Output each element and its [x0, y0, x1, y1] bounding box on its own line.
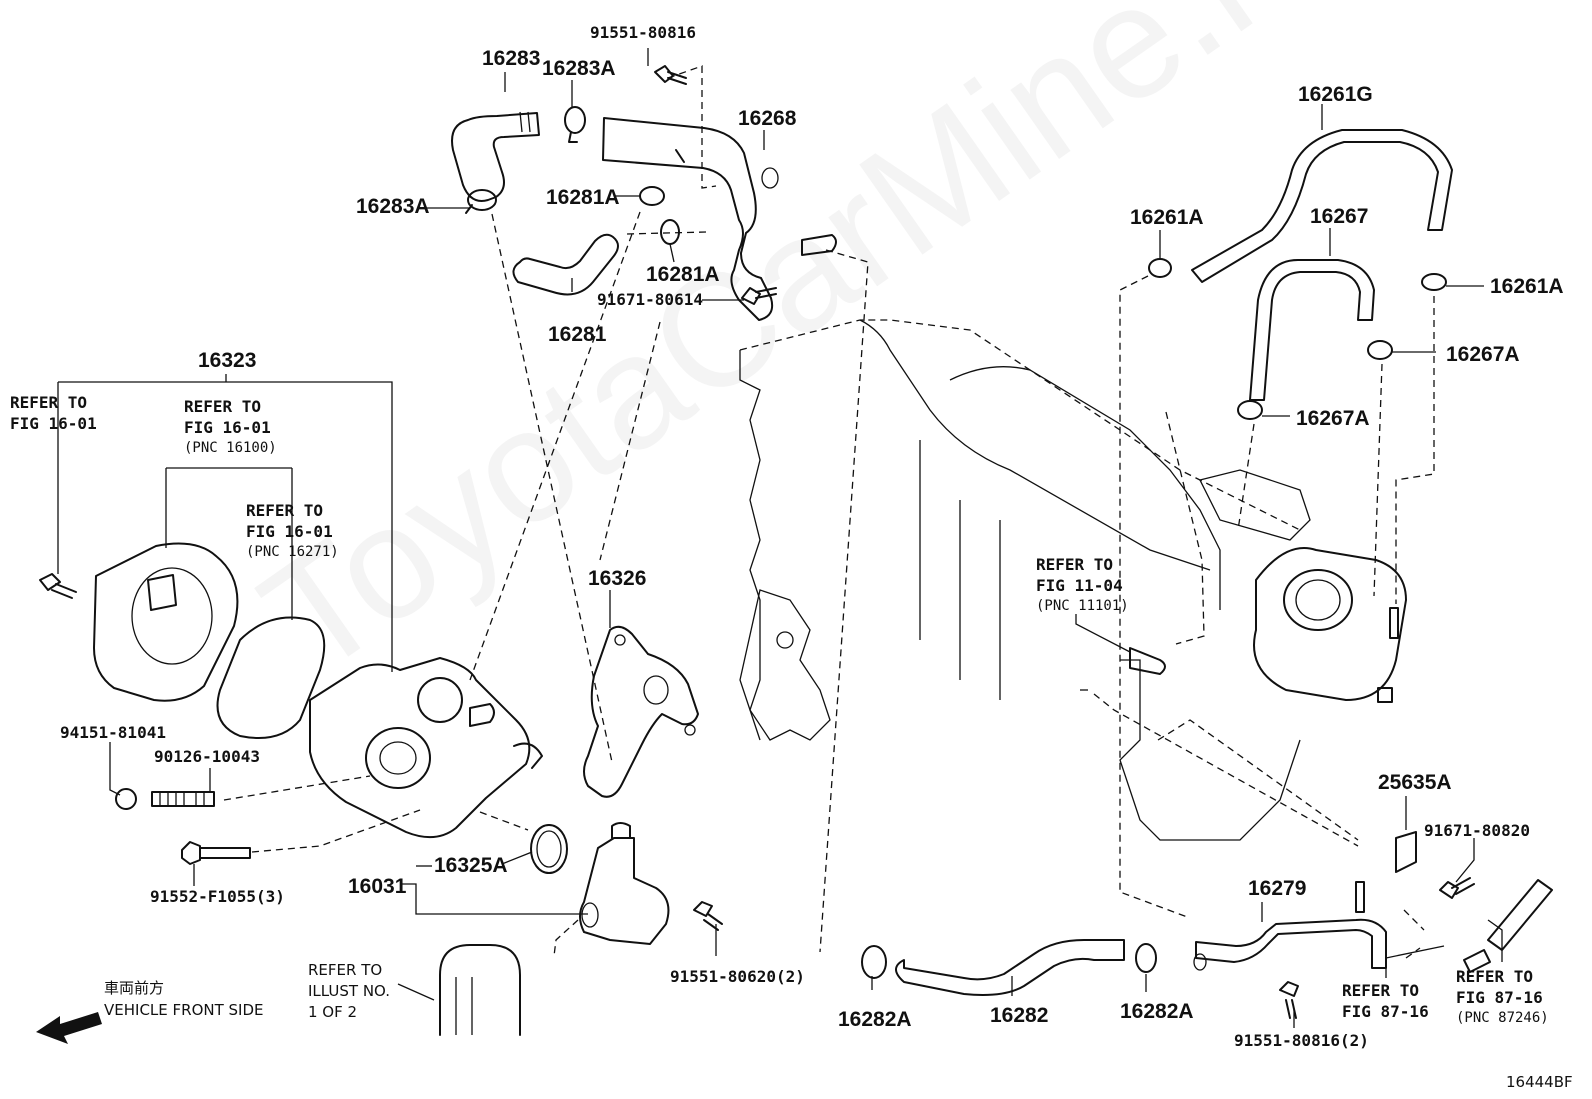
label-16281A-b: 16281A: [646, 263, 720, 286]
hose-16261G: [1191, 129, 1453, 283]
label-16261A-right: 16261A: [1490, 275, 1564, 298]
label-16325A: 16325A: [434, 854, 508, 877]
clamp-16261A-left: [1148, 258, 1172, 278]
label-94151-81041: 94151-81041: [60, 723, 166, 742]
dashed-lines: [223, 65, 1435, 959]
clamp-16283A-top: [564, 106, 586, 143]
label-91552-F1055: 91552-F1055(3): [150, 887, 285, 906]
clamp-16267A-mid: [1237, 400, 1263, 420]
pipe-16279: [1193, 881, 1387, 971]
label-90126-10043: 90126-10043: [154, 747, 260, 766]
label-16323: 16323: [198, 349, 257, 372]
refer-note-2: REFER TO FIG 16-01 (PNC 16100): [184, 397, 277, 456]
refer-note-5: REFER TO FIG 87-16: [1342, 981, 1429, 1021]
label-91671-80614: 91671-80614: [597, 290, 703, 309]
refer-note-3: REFER TO FIG 16-01 (PNC 16271): [246, 501, 339, 560]
bracket-25635A: [1395, 831, 1417, 873]
front-indicator-en: VEHICLE FRONT SIDE: [104, 1001, 264, 1019]
label-16031: 16031: [348, 875, 407, 898]
label-16283: 16283: [482, 47, 541, 70]
label-16261A-left: 16261A: [1130, 206, 1204, 229]
clamp-16267A-right: [1367, 340, 1393, 360]
clamp-16281A-b: [660, 219, 680, 245]
label-16268: 16268: [738, 107, 797, 130]
refer-note-6: REFER TO FIG 87-16 (PNC 87246): [1456, 967, 1549, 1026]
refer-note-1: REFER TO FIG 16-01: [10, 393, 97, 433]
bolt-91671-80614: [741, 287, 777, 305]
clamp-16281A-a: [639, 186, 665, 206]
water-pump-16323: [309, 657, 543, 839]
clamp-16283A-left: [465, 189, 497, 214]
stud-90126-10043: [151, 791, 215, 807]
refer-note-4: REFER TO FIG 11-04 (PNC 11101): [1036, 555, 1129, 614]
leader-lines: [109, 48, 1503, 1028]
label-16261G: 16261G: [1298, 83, 1373, 106]
nut-94151-81041: [115, 788, 137, 810]
hose-16281: [512, 233, 619, 296]
bracket-lines-16323: [57, 374, 393, 672]
clamp-16282A-right: [1135, 943, 1157, 973]
pipe-16268: [602, 117, 837, 321]
water-inlet-16031: [579, 822, 670, 945]
bolt-91551-80620: [693, 901, 723, 931]
hose-16282: [895, 939, 1125, 996]
label-16281A-a: 16281A: [546, 186, 620, 209]
label-91551-80816-2: 91551-80816(2): [1234, 1031, 1369, 1050]
bolt-91552-F1055: [181, 841, 251, 865]
throttle-body: [1199, 469, 1407, 703]
label-16282A-left: 16282A: [838, 1008, 912, 1031]
label-91551-80816: 91551-80816: [590, 23, 696, 42]
gasket-16326: [583, 625, 699, 798]
engine-block: [739, 319, 1301, 841]
refer-illust-note: REFER TO ILLUST NO. 1 OF 2: [308, 961, 391, 1021]
label-91671-80820: 91671-80820: [1424, 821, 1530, 840]
gasket-ring: [216, 616, 326, 739]
bolt-91551-80816-2: [1279, 981, 1299, 1019]
front-arrow-icon: [36, 1012, 102, 1044]
clamp-16282A-left: [861, 945, 887, 979]
label-25635A: 25635A: [1378, 771, 1452, 794]
label-91551-80620: 91551-80620(2): [670, 967, 805, 986]
label-16281: 16281: [548, 323, 607, 346]
label-16279: 16279: [1248, 877, 1307, 900]
hose-refer-87-16: [1463, 879, 1553, 973]
hose-16267: [1249, 259, 1375, 401]
label-16267A-right: 16267A: [1446, 343, 1520, 366]
pump-cover: [93, 542, 239, 702]
label-16283A-left: 16283A: [356, 195, 430, 218]
hose-16283: [451, 111, 540, 202]
label-16267A-mid: 16267A: [1296, 407, 1370, 430]
label-16267: 16267: [1310, 205, 1369, 228]
label-16282A-right: 16282A: [1120, 1000, 1194, 1023]
label-16283A-top: 16283A: [542, 57, 616, 80]
front-indicator-jp: 車両前方: [104, 979, 165, 997]
bolt-91551-80816-top: [654, 65, 687, 85]
figure-code: 16444BF: [1506, 1073, 1573, 1091]
hose-lower-left: [439, 944, 521, 1036]
label-16326: 16326: [588, 567, 647, 590]
label-16282: 16282: [990, 1004, 1049, 1027]
bolt-91671-80820: [1439, 877, 1475, 899]
bolt-refer-left: [39, 458, 77, 599]
o-ring-16325A: [530, 824, 568, 874]
clamp-16261A-right: [1421, 273, 1447, 291]
